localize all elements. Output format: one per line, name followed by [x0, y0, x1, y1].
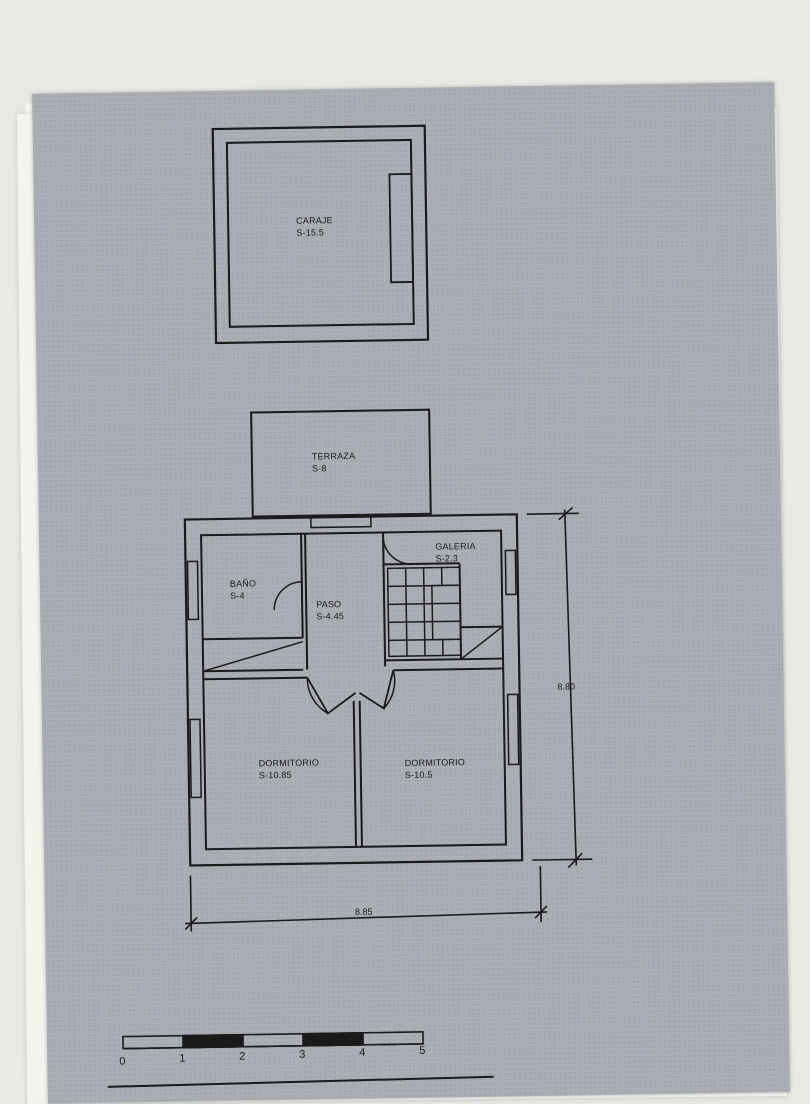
garage-area: S-15.5	[296, 227, 324, 237]
gallery-name: GALERIA	[435, 541, 476, 552]
title-block-edge	[108, 1077, 494, 1087]
bedroom-left-area: S-10.85	[259, 770, 292, 781]
floor-plan-sheet: CARAJE S-15.5 TERRAZA S-8	[32, 82, 790, 1104]
bath-name: BAÑO	[230, 578, 256, 588]
terrace-area: S-8	[312, 463, 327, 473]
terrace-name: TERRAZA	[312, 451, 356, 462]
height-dimension-label: 8.80	[557, 681, 575, 691]
garage-block: CARAJE S-15.5	[213, 126, 428, 343]
floor-plan-drawing: CARAJE S-15.5 TERRAZA S-8	[32, 82, 790, 1104]
scale-tick-1: 1	[179, 1053, 185, 1065]
bedroom-left-name: DORMITORIO	[259, 757, 319, 768]
bedroom-right-name: DORMITORIO	[405, 757, 465, 768]
width-dimension	[184, 866, 547, 932]
scale-tick-3: 3	[299, 1049, 305, 1061]
scale-tick-5: 5	[419, 1045, 425, 1057]
gallery-area: S-2.3	[435, 553, 458, 563]
hall-area: S-4.45	[316, 611, 344, 621]
house-walls	[185, 514, 522, 865]
scale-tick-4: 4	[359, 1047, 365, 1059]
width-dimension-label: 8.85	[355, 907, 373, 917]
terrace-block: TERRAZA S-8	[251, 410, 431, 517]
hall-name: PASO	[316, 599, 341, 609]
scale-tick-0: 0	[119, 1056, 125, 1068]
bedroom-right-area: S-10.5	[405, 770, 433, 780]
scale-tick-2: 2	[239, 1051, 245, 1063]
garage-name: CARAJE	[296, 215, 333, 226]
scale-bar	[123, 1032, 423, 1049]
bath-area: S-4	[230, 591, 245, 601]
